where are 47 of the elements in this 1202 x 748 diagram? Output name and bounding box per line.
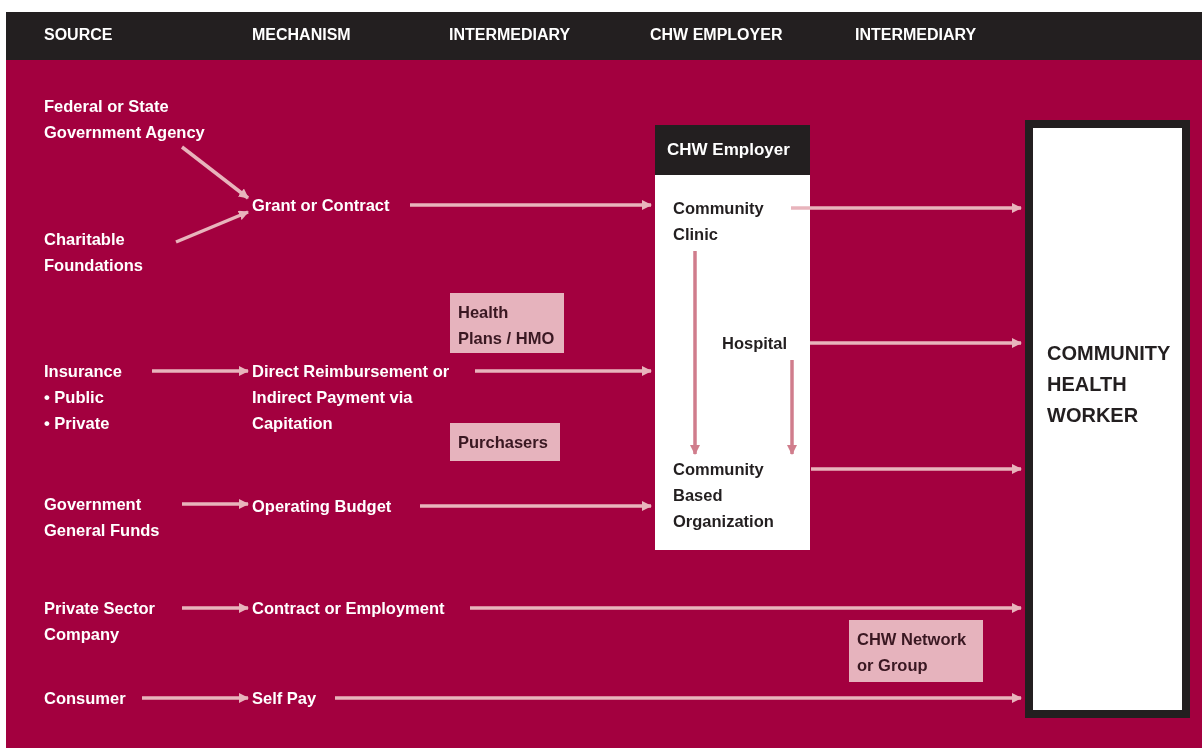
worker-box: [1025, 120, 1190, 718]
column-heading: MECHANISM: [252, 26, 351, 44]
column-heading: SOURCE: [44, 26, 113, 44]
box-header: CHW Employer: [655, 125, 810, 175]
node-label: • Public: [44, 387, 105, 408]
node-label: Private Sector Company: [44, 598, 156, 645]
node-label: Health Plans / HMO: [458, 302, 556, 349]
column-heading: CHW EMPLOYER: [650, 26, 783, 44]
node-label: CHW Network or Group: [857, 629, 968, 676]
arrow: [410, 200, 652, 210]
arrow: [180, 145, 250, 200]
node-label: Federal or State Government Agency: [44, 96, 206, 143]
arrow: [420, 501, 652, 511]
node-label: Community Clinic: [673, 198, 765, 245]
arrow: [791, 203, 1022, 213]
tag-box: [849, 620, 983, 682]
arrow: [811, 464, 1022, 474]
column-heading: INTERMEDIARY: [855, 26, 977, 44]
tag-box: [450, 423, 560, 461]
arrow: [787, 360, 797, 455]
node-label: Government General Funds: [44, 494, 161, 541]
arrow: [690, 251, 700, 455]
node-label: Community Based Organization: [673, 459, 775, 532]
tag-box: [450, 293, 564, 353]
arrow: [182, 499, 249, 509]
arrow: [175, 210, 249, 244]
arrow: [182, 603, 249, 613]
node-label: Operating Budget: [252, 496, 393, 517]
node-label: Self Pay: [252, 688, 318, 709]
node-label: Hospital: [722, 333, 789, 354]
node-label: Direct Reimbursement or Indirect Payment via Capitation: [252, 361, 451, 434]
node-label: Purchasers: [458, 432, 549, 453]
column-heading: INTERMEDIARY: [449, 26, 571, 44]
node-label: Grant or Contract: [252, 195, 391, 216]
node-label: • Private: [44, 413, 111, 434]
arrow: [475, 366, 652, 376]
arrow: [335, 693, 1022, 703]
employer-box: [655, 125, 810, 550]
arrow: [470, 603, 1022, 613]
node-label: Consumer: [44, 688, 127, 709]
node-label: Contract or Employment: [252, 598, 446, 619]
node-label: Insurance: [44, 361, 123, 382]
arrow: [810, 338, 1022, 348]
node-label: Charitable Foundations: [44, 229, 144, 276]
arrow: [142, 693, 249, 703]
node-label: COMMUNITY HEALTH WORKER: [1047, 341, 1168, 428]
arrow: [152, 366, 249, 376]
